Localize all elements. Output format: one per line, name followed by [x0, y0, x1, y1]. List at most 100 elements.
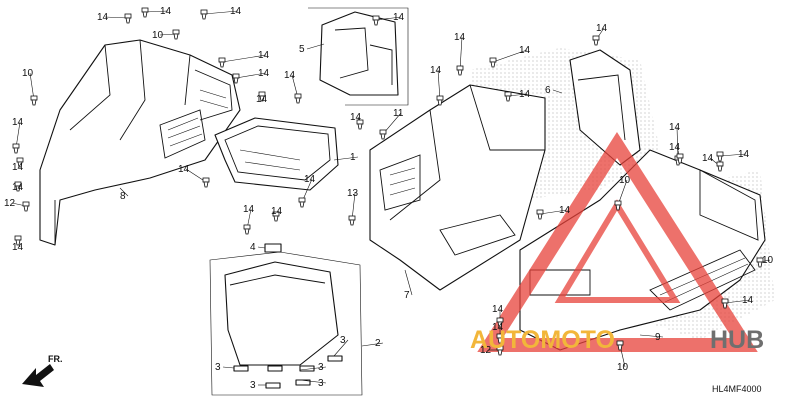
callout-label: 10 — [617, 362, 629, 373]
callout-label: 3 — [318, 362, 324, 373]
callout-label: 3 — [215, 362, 221, 373]
fastener-icon — [16, 157, 24, 168]
fastener-icon — [504, 91, 512, 102]
callout-label: 14 — [12, 182, 24, 193]
part-4-clip — [264, 243, 282, 253]
leader-line — [404, 269, 413, 296]
part-7-center-panel — [369, 84, 546, 291]
callout-label: 14 — [350, 112, 362, 123]
callout-label: 2 — [375, 338, 381, 349]
callout-label: 14 — [702, 153, 714, 164]
callout-label: 10 — [22, 68, 34, 79]
fastener-icon — [379, 129, 387, 140]
fastener-icon — [22, 201, 30, 212]
fastener-icon — [372, 15, 380, 26]
front-label: FR. — [48, 354, 63, 364]
leader-line — [724, 299, 751, 304]
callout-label: 12 — [480, 345, 492, 356]
fastener-icon — [232, 73, 240, 84]
watermark-text-b: HUB — [710, 326, 764, 354]
callout-label: 14 — [596, 23, 608, 34]
callout-label: 14 — [243, 204, 255, 215]
fastener-icon — [243, 224, 251, 235]
fastener-icon — [716, 161, 724, 172]
callout-label: 14 — [669, 122, 681, 133]
fastener-icon — [716, 151, 724, 162]
fastener-icon — [124, 13, 132, 24]
leader-line — [492, 49, 528, 63]
part-5-bracket — [308, 7, 409, 106]
fastener-icon — [298, 197, 306, 208]
callout-label: 14 — [559, 205, 571, 216]
fastener-icon — [12, 143, 20, 154]
callout-label: 14 — [492, 304, 504, 315]
fastener-icon — [272, 211, 280, 222]
leader-line — [719, 153, 747, 157]
fastener-icons — [12, 7, 764, 356]
leader-line — [299, 366, 327, 371]
leader-line — [144, 10, 169, 13]
leader-line — [437, 69, 441, 101]
fastener-icon — [200, 9, 208, 20]
callout-label: 3 — [340, 335, 346, 346]
leader-line — [459, 36, 463, 71]
callout-label: 10 — [152, 30, 164, 41]
watermark-text-a: AUTOMOTO — [470, 326, 615, 354]
callout-label: 14 — [256, 94, 268, 105]
callout-label: 13 — [347, 188, 359, 199]
callout-label: 14 — [454, 32, 466, 43]
callout-label: 14 — [304, 174, 316, 185]
callout-label: 14 — [738, 149, 750, 160]
callout-label: 11 — [393, 108, 404, 119]
fastener-icon — [616, 340, 624, 351]
callout-label: 8 — [120, 191, 126, 202]
fastener-icon — [348, 215, 356, 226]
callout-label: 14 — [258, 68, 270, 79]
callout-label: 14 — [160, 6, 172, 17]
callout-label: 10 — [619, 175, 631, 186]
callout-label: 14 — [284, 70, 296, 81]
callout-label: 14 — [258, 50, 270, 61]
leader-line — [639, 334, 664, 338]
leader-line — [235, 72, 267, 79]
fastener-icon — [676, 153, 684, 164]
callout-label: 14 — [12, 242, 24, 253]
callout-label: 14 — [178, 164, 190, 175]
callout-label: 14 — [430, 65, 442, 76]
fastener-icon — [141, 7, 149, 18]
leader-line — [375, 16, 402, 21]
part-1-tray — [214, 117, 339, 191]
fastener-icon — [721, 298, 729, 309]
callout-label: 6 — [545, 85, 551, 96]
fastener-icon — [258, 91, 266, 102]
part-8-left-inner-fender — [39, 39, 241, 246]
fastener-icon — [496, 317, 504, 328]
leader-line — [222, 366, 235, 369]
callout-label: 10 — [762, 255, 774, 266]
callout-label: 14 — [492, 322, 504, 333]
fastener-icon — [172, 29, 180, 40]
callout-label: 3 — [318, 378, 324, 389]
leader-line — [361, 342, 384, 347]
leader-line — [333, 156, 359, 161]
callout-label: 14 — [519, 45, 531, 56]
fastener-icon — [436, 95, 444, 106]
leader-line — [539, 209, 568, 215]
callout-label: 14 — [97, 12, 109, 23]
part-3-clips — [233, 355, 343, 389]
fastener-icon — [614, 200, 622, 211]
callout-label: 1 — [350, 152, 356, 163]
callout-label: 9 — [655, 332, 661, 343]
leader-line — [104, 16, 129, 19]
callout-label: 14 — [393, 12, 405, 23]
fastener-icon — [756, 257, 764, 268]
fastener-icon — [592, 35, 600, 46]
callout-label: 7 — [404, 290, 410, 301]
callout-label: 3 — [250, 380, 256, 391]
fastener-icon — [30, 95, 38, 106]
callout-label: 14 — [519, 89, 531, 100]
diagram-code: HL4MF4000 — [712, 384, 762, 394]
fastener-icon — [456, 65, 464, 76]
